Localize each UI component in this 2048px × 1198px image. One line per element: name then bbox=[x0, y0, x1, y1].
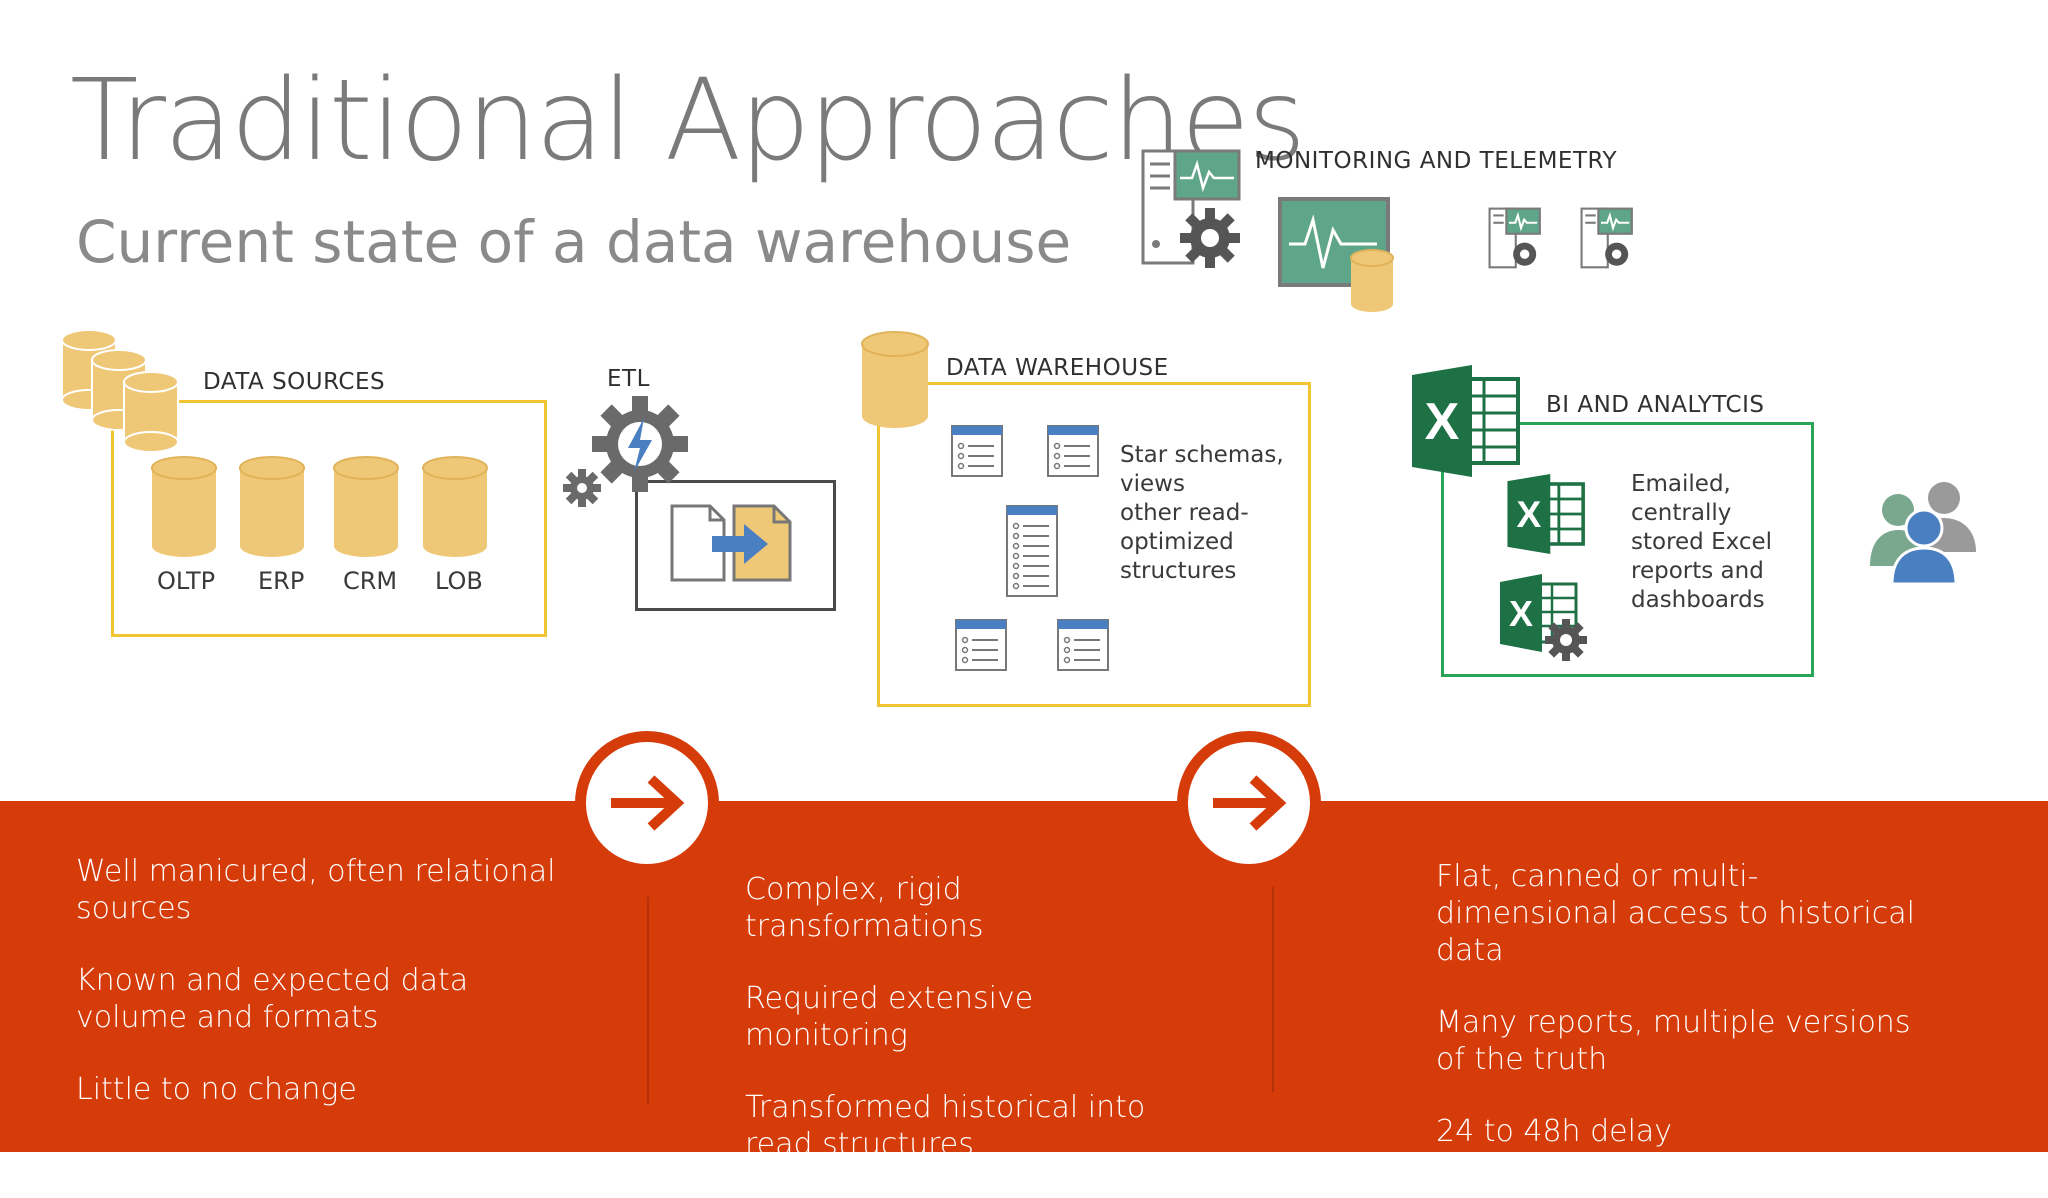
bi-description: Emailed, centrally stored Excel reports … bbox=[1631, 471, 1773, 613]
table-icon bbox=[954, 618, 1008, 672]
table-icon bbox=[1005, 504, 1059, 598]
arrow-circle bbox=[575, 731, 719, 875]
server-monitor-icon bbox=[1580, 207, 1635, 271]
etl-box bbox=[635, 480, 836, 611]
database-icon bbox=[421, 456, 489, 558]
data-source-name: ERP bbox=[258, 567, 305, 595]
gear-lightning-icon bbox=[560, 392, 690, 512]
monitoring-label: MONITORING AND TELEMETRY bbox=[1255, 148, 1618, 174]
svg-text:X: X bbox=[1425, 393, 1460, 451]
column-divider bbox=[647, 897, 649, 1105]
monitor-icon bbox=[1277, 196, 1397, 316]
data-warehouse-description: Star schemas, views other read- optimize… bbox=[1120, 442, 1284, 584]
column-divider bbox=[1272, 887, 1274, 1092]
data-source-name: LOB bbox=[435, 567, 483, 595]
server-monitor-icon bbox=[1488, 207, 1543, 271]
table-icon bbox=[1046, 424, 1100, 478]
arrow-right-icon bbox=[1213, 775, 1287, 831]
etl-summary: Complex, rigid transformations Required … bbox=[745, 872, 1146, 1162]
data-warehouse-label: DATA WAREHOUSE bbox=[946, 355, 1169, 381]
excel-icon: X bbox=[1505, 474, 1587, 554]
etl-label: ETL bbox=[607, 366, 650, 392]
server-monitor-icon bbox=[1140, 148, 1245, 270]
page-subtitle: Current state of a data warehouse bbox=[76, 208, 1072, 276]
arrow-right-icon bbox=[611, 775, 685, 831]
page-title: Traditional Approaches bbox=[70, 56, 1306, 186]
data-source-name: CRM bbox=[343, 567, 398, 595]
excel-gear-icon: X bbox=[1498, 574, 1590, 662]
database-icon bbox=[860, 330, 930, 430]
database-icon bbox=[238, 456, 306, 558]
data-sources-box bbox=[111, 400, 547, 637]
data-sources-label: DATA SOURCES bbox=[203, 369, 386, 395]
users-icon bbox=[1868, 480, 1980, 585]
document-transfer-icon bbox=[670, 504, 795, 584]
database-icon bbox=[332, 456, 400, 558]
excel-icon: X bbox=[1410, 365, 1522, 477]
svg-text:X: X bbox=[1516, 493, 1541, 535]
table-icon bbox=[1056, 618, 1110, 672]
bi-box bbox=[1441, 422, 1814, 677]
database-icon bbox=[150, 456, 218, 558]
data-warehouse-box bbox=[877, 382, 1311, 707]
summary-band bbox=[0, 801, 2048, 1152]
sources-summary: Well manicured, often relational sources… bbox=[76, 854, 556, 1107]
table-icon bbox=[950, 424, 1004, 478]
arrow-circle bbox=[1177, 731, 1321, 875]
bi-summary: Flat, canned or multi-dimensional access… bbox=[1436, 859, 1915, 1149]
data-source-name: OLTP bbox=[157, 567, 216, 595]
bi-label: BI AND ANALYTCIS bbox=[1546, 392, 1765, 418]
database-stack-icon bbox=[60, 330, 185, 455]
svg-text:X: X bbox=[1509, 593, 1533, 634]
